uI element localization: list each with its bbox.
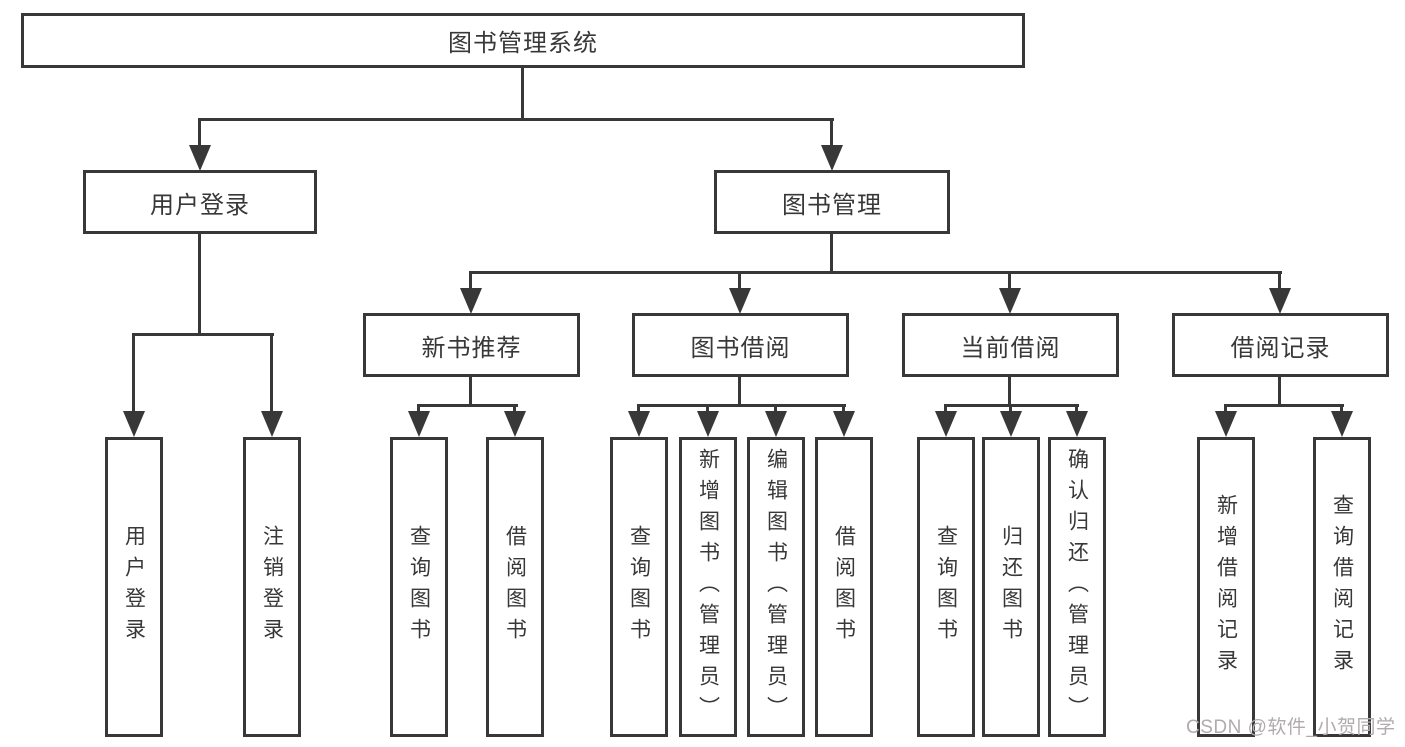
arrow-down-icon [189,145,211,171]
connector-vline [637,404,640,414]
leaf-edit-books-admin: 编辑图书（管理员） [747,437,805,737]
leaf-borrow-books-1: 借阅图书 [486,437,544,737]
connector-vline [944,404,947,414]
connector-vline [521,66,524,120]
leaf-query-books-3: 查询图书 [917,437,975,737]
leaf-query-books-1: 查询图书 [390,437,448,737]
leaf-label: 注销登录 [260,525,284,649]
connector-vline [1278,375,1281,407]
arrow-down-icon [123,411,145,437]
leaf-add-borrow-record: 新增借阅记录 [1197,437,1255,737]
leaf-user-login: 用户登录 [105,437,163,737]
arrow-down-icon [999,288,1021,314]
connector-hline [469,271,1282,274]
connector-vline [198,232,201,336]
connector-vline [1075,404,1078,414]
connector-vline [1224,404,1227,414]
connector-vline [738,375,741,407]
node-new-book-recommend: 新书推荐 [363,313,580,377]
arrow-down-icon [1215,411,1237,437]
node-current-borrow: 当前借阅 [902,313,1119,377]
leaf-label: 查询借阅记录 [1330,494,1354,680]
connector-vline [1008,271,1011,291]
arrow-down-icon [821,145,843,171]
connector-hline [637,404,846,407]
arrow-down-icon [765,411,787,437]
leaf-label: 查询图书 [407,525,431,649]
connector-vline [842,404,845,414]
leaf-label: 编辑图书（管理员） [764,447,788,727]
leaf-label: 查询图书 [627,525,651,649]
arrow-down-icon [1000,411,1022,437]
connector-vline [417,404,420,414]
arrow-down-icon [504,411,526,437]
connector-vline [132,333,135,413]
connector-vline [774,404,777,414]
connector-vline [270,333,273,413]
leaf-borrow-books-2: 借阅图书 [815,437,873,737]
leaf-add-books-admin: 新增图书（管理员） [679,437,737,737]
arrow-down-icon [729,288,751,314]
leaf-query-books-2: 查询图书 [610,437,668,737]
leaf-label: 新增图书（管理员） [696,447,720,727]
leaf-label: 确认归还（管理员） [1065,447,1089,727]
node-borrow-records: 借阅记录 [1172,313,1389,377]
leaf-label: 归还图书 [999,525,1023,649]
arrow-down-icon [460,288,482,314]
leaf-label: 借阅图书 [503,525,527,649]
leaf-logout: 注销登录 [243,437,301,737]
leaf-label: 用户登录 [122,525,146,649]
connector-hline [198,118,834,121]
arrow-down-icon [833,411,855,437]
leaf-return-books: 归还图书 [982,437,1040,737]
connector-hline [132,333,274,336]
arrow-down-icon [628,411,650,437]
connector-vline [469,271,472,291]
arrow-down-icon [261,411,283,437]
arrow-down-icon [935,411,957,437]
connector-vline [1278,271,1281,291]
connector-vline [706,404,709,414]
leaf-label: 借阅图书 [832,525,856,649]
arrow-down-icon [1269,288,1291,314]
connector-vline [830,118,833,148]
connector-hline [417,404,518,407]
connector-vline [469,375,472,407]
arrow-down-icon [1066,411,1088,437]
connector-hline [1224,404,1344,407]
node-book-borrow: 图书借阅 [632,313,849,377]
connector-vline [738,271,741,291]
node-user-login: 用户登录 [83,170,317,234]
arrow-down-icon [1331,411,1353,437]
connector-vline [1009,404,1012,414]
leaf-confirm-return-admin: 确认归还（管理员） [1048,437,1106,737]
csdn-watermark: CSDN @软件_小贺同学 [1186,717,1396,738]
connector-vline [830,232,833,274]
connector-vline [1340,404,1343,414]
node-root-library-system: 图书管理系统 [21,13,1025,68]
node-book-management: 图书管理 [714,170,950,234]
arrow-down-icon [408,411,430,437]
connector-vline [198,118,201,148]
leaf-label: 查询图书 [934,525,958,649]
arrow-down-icon [697,411,719,437]
connector-vline [513,404,516,414]
connector-vline [1008,375,1011,407]
leaf-label: 新增借阅记录 [1214,494,1238,680]
leaf-query-borrow-record: 查询借阅记录 [1313,437,1371,737]
